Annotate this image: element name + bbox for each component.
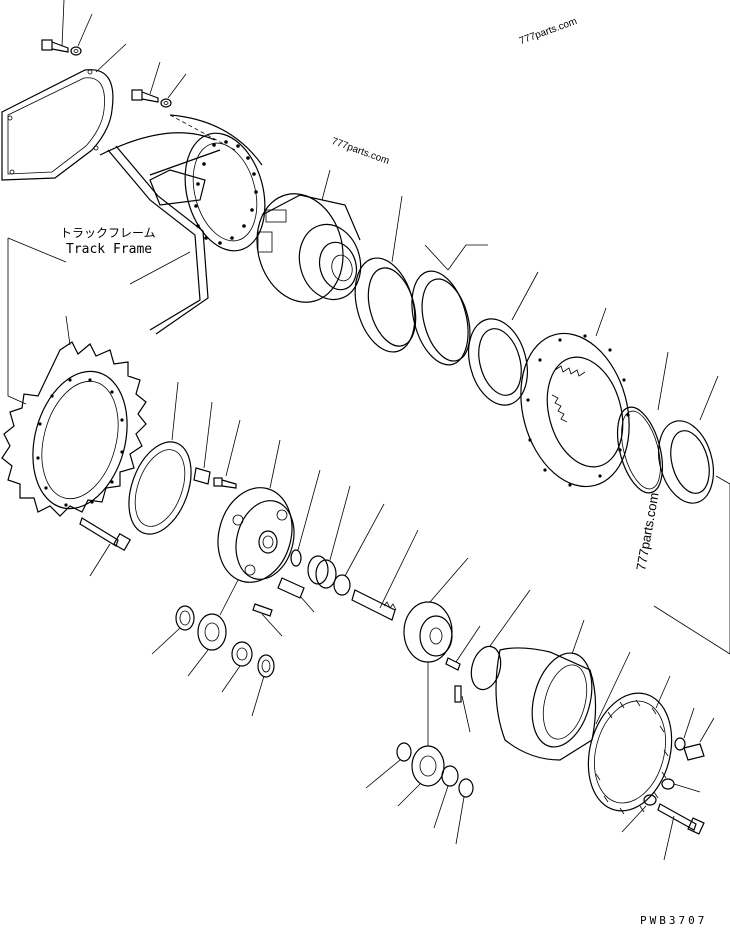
ring-gear-hub [520,307,630,488]
hub-bearing [658,375,719,504]
planet-gear-b [397,745,445,807]
main-bearing [468,271,539,406]
motor-housing [149,114,266,252]
planet-bearing-b [433,765,459,829]
travel-motor [256,169,362,303]
ring-gear-second [495,619,597,761]
snap-ring [290,469,321,567]
retainer-ring [333,503,385,596]
track-frame-label-jp: トラックフレーム [60,226,156,240]
cover-ring [128,381,192,535]
planet-washer-a [151,605,195,655]
o-ring [411,244,488,366]
drawing-code: PWB3707 [640,914,708,927]
planet-bearing-a [221,641,253,693]
sprocket [1,315,147,517]
planet-washer-b [251,654,275,717]
retaining-ring [616,351,669,494]
end-cover [587,651,673,815]
cover-bolt [41,0,127,73]
lock-bolt [213,419,241,489]
carrier-pin [252,603,283,637]
plug-bolt [683,717,715,761]
sun-gear-shaft [351,529,419,621]
carrier-pin-b [445,625,481,671]
spring-pin [454,685,471,733]
frame-bolt [131,61,187,108]
cover-washer [621,794,657,833]
sprocket-bolt [79,517,132,577]
callout-lines [7,237,730,655]
drain-plug [661,778,701,793]
coupling-sleeve [307,485,351,589]
second-carrier [403,557,469,746]
carrier-shaft [277,577,315,613]
planet-gear-a [187,579,239,677]
planet-carrier [217,439,295,583]
track-frame [99,114,236,335]
cover-bolt-small [657,803,705,861]
thrust-washer [470,589,531,691]
lock-plate [193,401,213,485]
planet-washer-c [365,742,412,789]
cover-plate [1,69,114,181]
track-frame-label-en: Track Frame [66,242,153,257]
planet-washer-d [455,778,474,845]
seal-washer [674,707,695,751]
floating-seal [354,195,417,353]
